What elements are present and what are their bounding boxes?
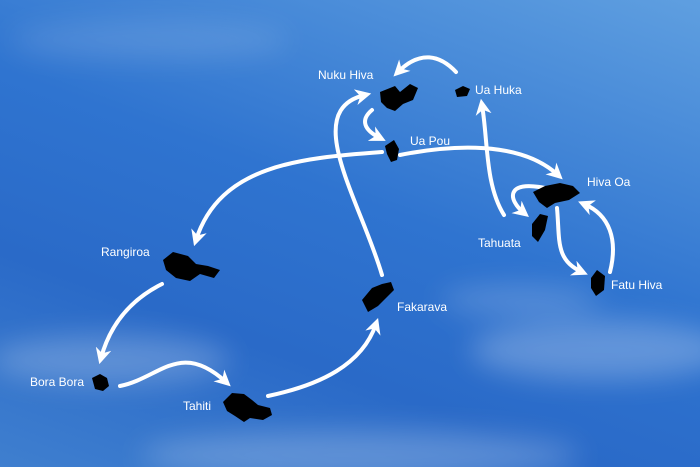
route-arrow (510, 184, 547, 218)
island-shape-fatu-hiva (591, 270, 605, 296)
route-arrows (95, 55, 615, 398)
route-arrow (95, 282, 164, 365)
island-label-tahiti: Tahiti (183, 399, 212, 413)
clouds (0, 20, 700, 467)
island-shape-tahuata (532, 214, 548, 242)
island-shape-ua-huka (455, 86, 470, 97)
route-arrow (475, 98, 506, 217)
island-label-bora-bora: Bora Bora (30, 375, 85, 389)
island-label-rangiroa: Rangiroa (101, 245, 150, 259)
route-arrow (398, 145, 563, 180)
route-arrow (118, 360, 231, 388)
island-label-tahuata: Tahuata (478, 236, 521, 250)
route-arrow (578, 200, 615, 274)
island-shape-bora-bora (92, 374, 109, 391)
islands (92, 84, 605, 422)
route-arrow (191, 150, 384, 247)
island-shape-hiva-oa (533, 183, 580, 208)
island-label-nuku-hiva: Nuku Hiva (318, 68, 374, 82)
island-label-fakarava: Fakarava (397, 300, 448, 314)
island-shape-ua-pou (385, 140, 399, 162)
route-arrow (363, 108, 386, 141)
island-label-ua-huka: Ua Huka (475, 83, 522, 97)
island-label-hiva-oa: Hiva Oa (587, 175, 631, 189)
route-arrow (555, 206, 588, 276)
island-label-ua-pou: Ua Pou (410, 134, 451, 148)
route-arrow (393, 55, 458, 77)
route-arrow (266, 317, 381, 398)
island-shape-nuku-hiva (380, 84, 418, 111)
island-shape-tahiti (223, 393, 272, 422)
route-arrow (333, 89, 384, 277)
island-shape-rangiroa (163, 252, 220, 281)
island-shape-fakarava (362, 282, 394, 312)
island-label-fatu-hiva: Fatu Hiva (611, 278, 663, 292)
